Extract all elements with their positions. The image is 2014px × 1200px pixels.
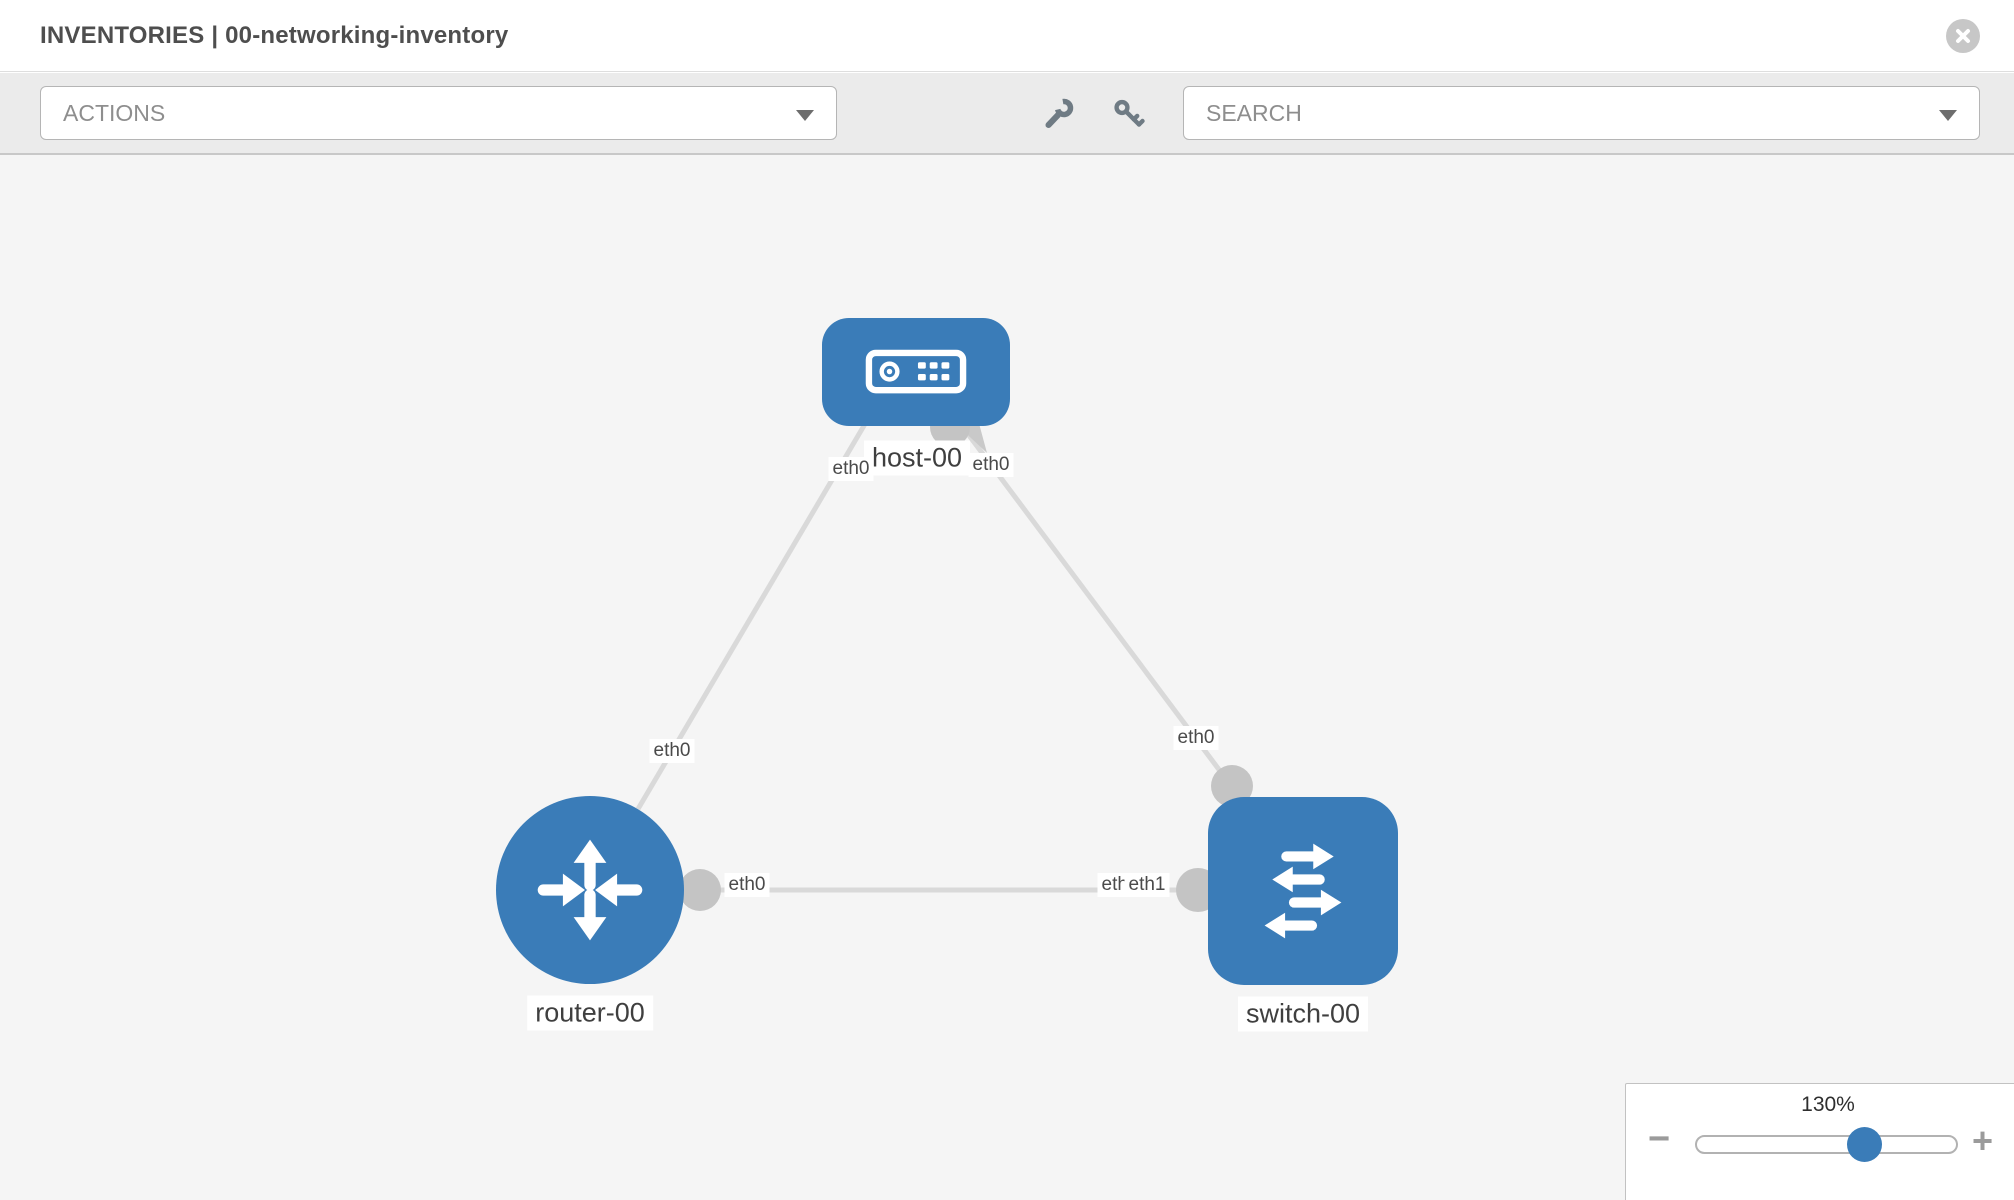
iface-label-router-switch-switchside: eth1 [1124, 873, 1170, 897]
zoom-level-value: 130% [1801, 1093, 1855, 1116]
router-icon [537, 839, 643, 941]
zoom-control-panel: 130% − + [1625, 1083, 2014, 1200]
port-connector-router [679, 869, 721, 911]
zoom-in-button[interactable]: + [1972, 1120, 1994, 1161]
zoom-slider-track[interactable] [1695, 1135, 1958, 1154]
iface-label-host-router-routerside: eth0 [649, 739, 695, 763]
node-label-router: router-00 [527, 995, 653, 1031]
page-title: INVENTORIES | 00-networking-inventory [40, 21, 509, 49]
adhoc-commands-button[interactable] [1040, 95, 1078, 133]
close-button[interactable] [1946, 19, 1980, 53]
header-bar: INVENTORIES | 00-networking-inventory [0, 0, 2014, 72]
node-label-host: host-00 [863, 440, 971, 476]
chevron-down-icon [796, 110, 814, 121]
iface-label-router-switch-routerside: eth0 [724, 873, 770, 897]
node-label-switch: switch-00 [1237, 996, 1369, 1032]
actions-dropdown[interactable]: ACTIONS [40, 86, 837, 140]
edges-layer [635, 405, 1253, 912]
topology-canvas[interactable]: host-00 router-00 switch-00 eth0 eth0 et… [0, 155, 2014, 1200]
switch-icon [1264, 843, 1342, 939]
iface-label-host-switch-switchside: eth0 [1173, 726, 1219, 750]
host-icon [865, 350, 967, 394]
iface-label-host-router-hostside: eth0 [828, 457, 874, 481]
close-icon [1956, 29, 1970, 43]
search-dropdown[interactable]: SEARCH [1183, 86, 1980, 140]
key-icon [1114, 99, 1145, 127]
search-dropdown-label: SEARCH [1206, 99, 1302, 126]
zoom-out-button[interactable]: − [1648, 1118, 1671, 1160]
zoom-slider-handle[interactable] [1847, 1127, 1882, 1162]
port-connector-switch-top [1211, 765, 1253, 807]
toolbar: ACTIONS SEARCH [0, 73, 2014, 155]
chevron-down-icon [1939, 110, 1957, 121]
iface-label-host-switch-hostside: eth0 [968, 453, 1014, 477]
credentials-button[interactable] [1110, 95, 1148, 133]
node-switch-00[interactable] [1208, 797, 1398, 985]
actions-dropdown-label: ACTIONS [63, 99, 166, 126]
wrench-icon [1045, 98, 1074, 128]
node-router-00[interactable] [496, 796, 684, 984]
node-host-00[interactable] [822, 318, 1010, 426]
